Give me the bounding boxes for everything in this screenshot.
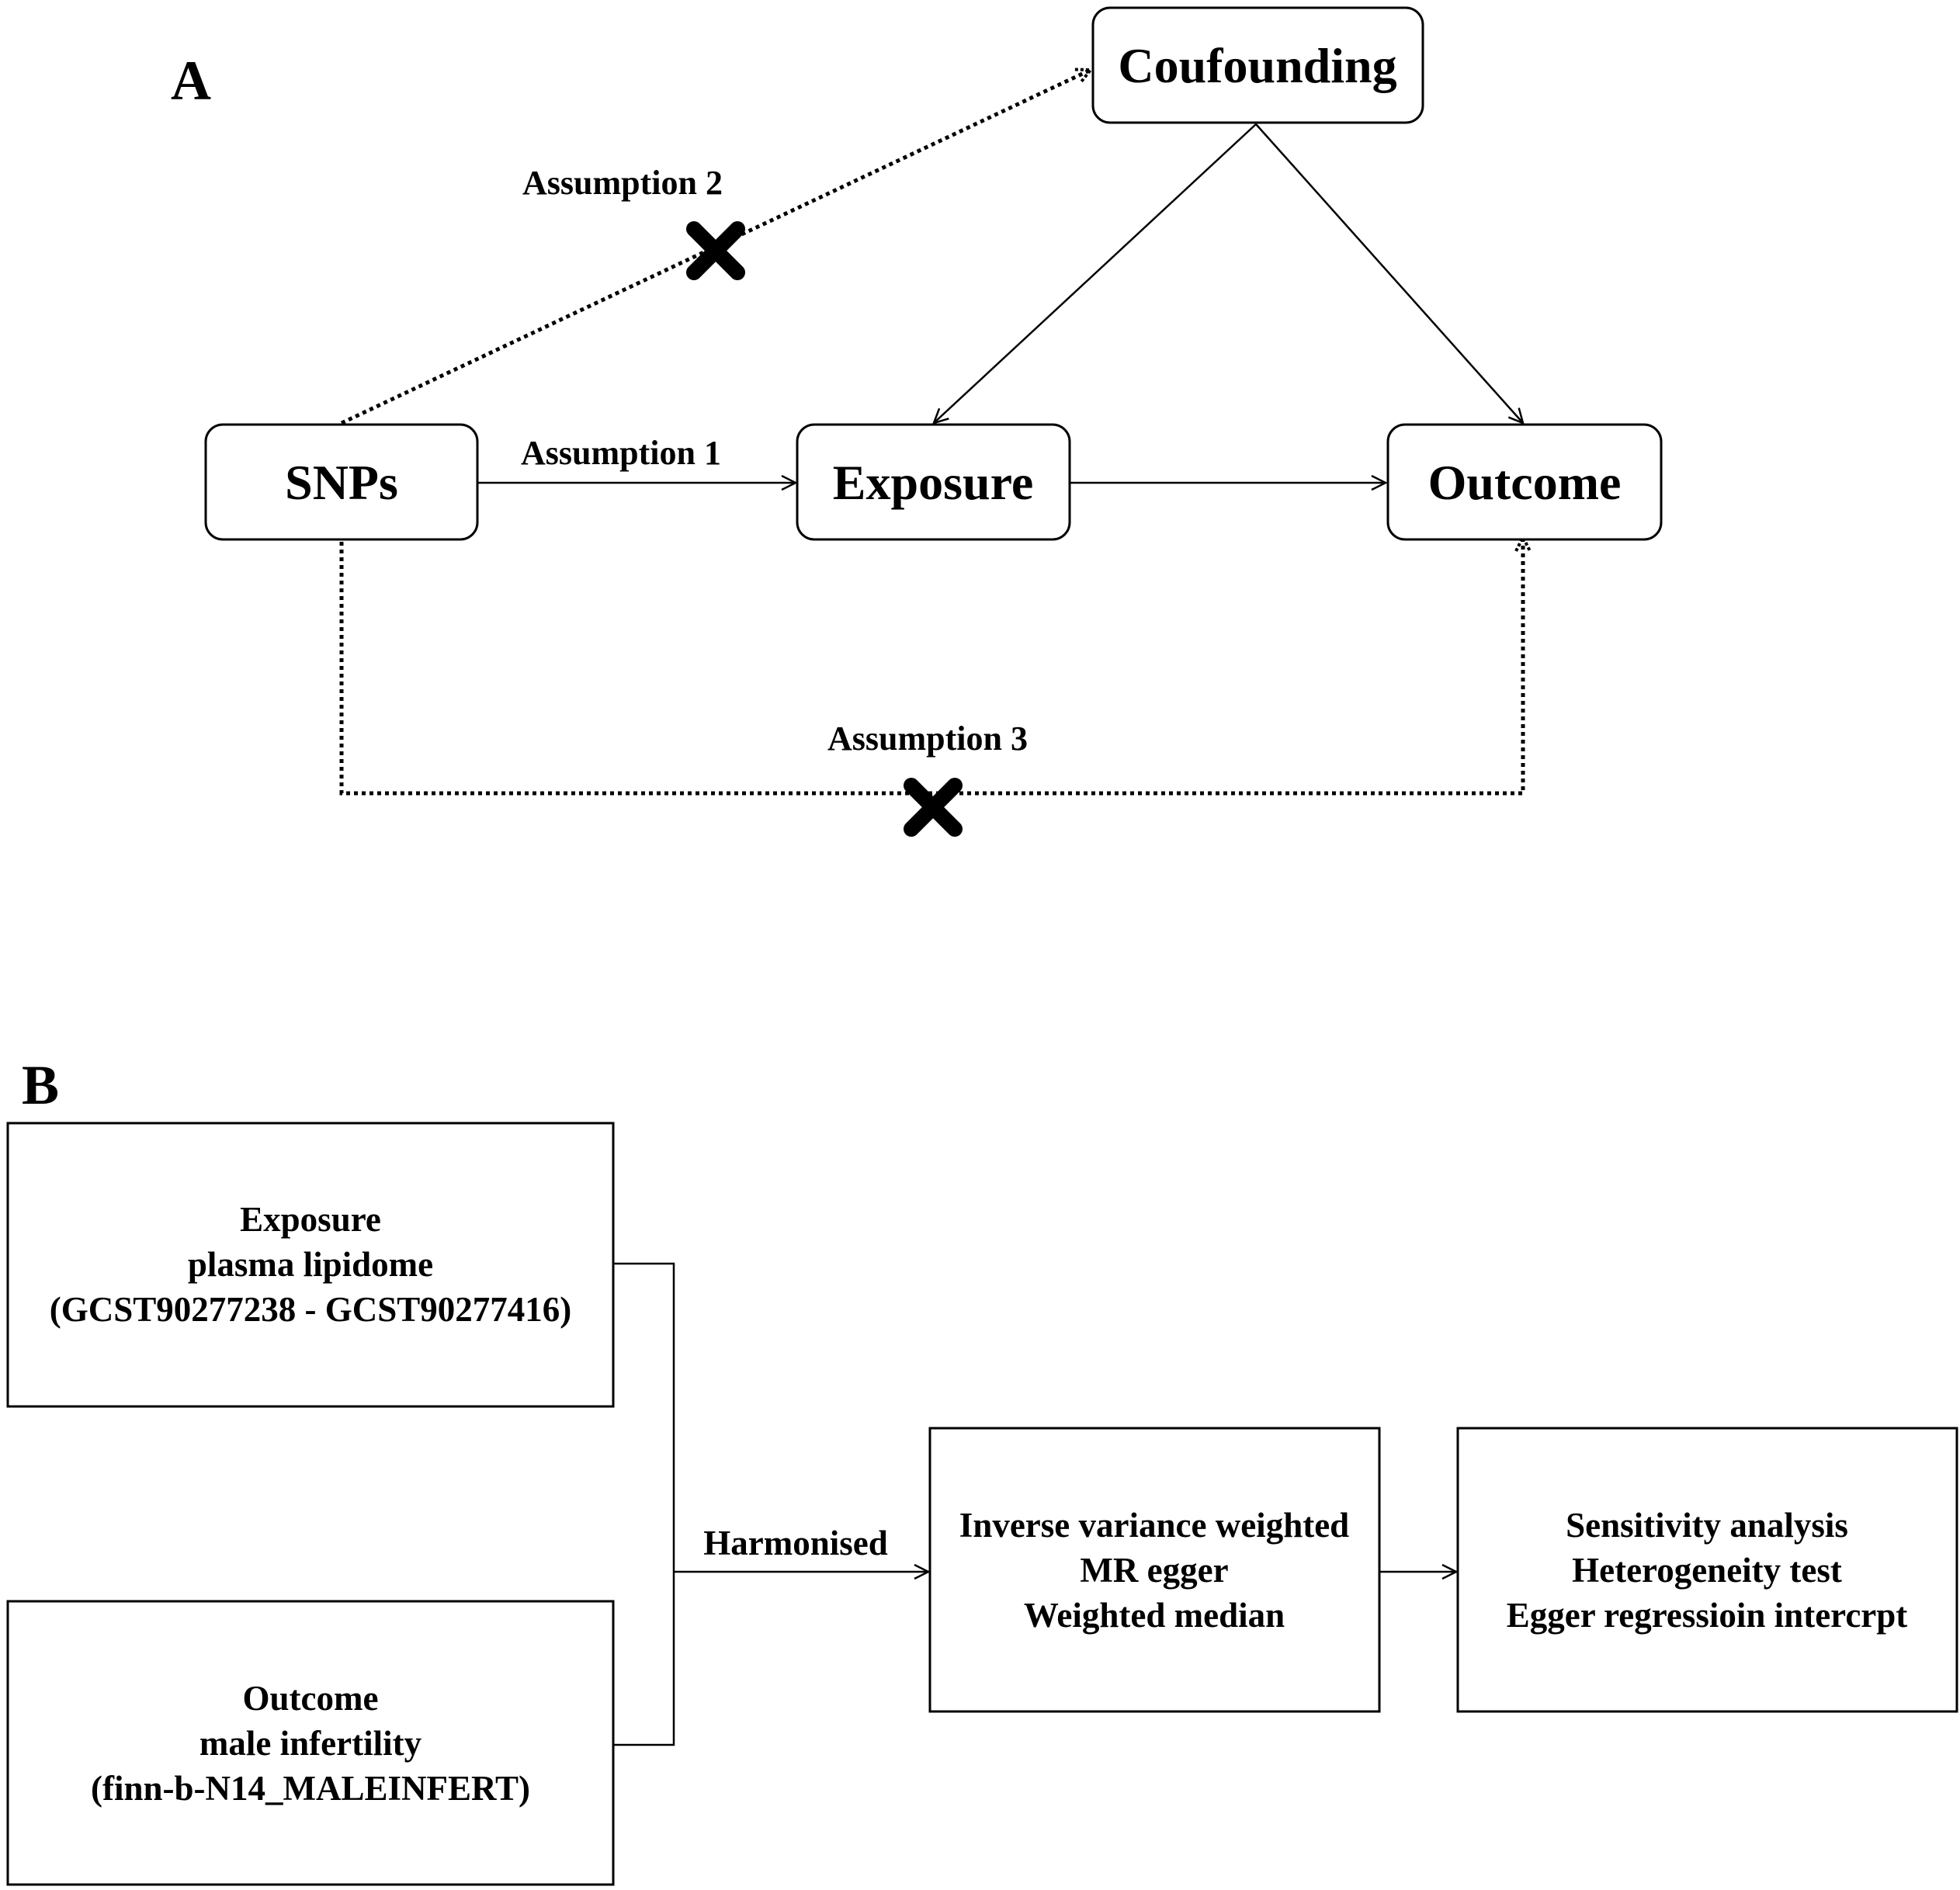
box-methods-line-1: Inverse variance weighted <box>959 1506 1349 1545</box>
box-mr-methods: Inverse variance weighted MR egger Weigh… <box>928 1427 1381 1713</box>
box-exposure-data: Exposure plasma lipidome (GCST90277238 -… <box>6 1122 615 1408</box>
box-outcome-data: Outcome male infertility (finn-b-N14_MAL… <box>6 1600 615 1886</box>
node-outcome: Outcome <box>1386 423 1663 541</box>
box-methods-line-2: MR egger <box>1080 1551 1228 1590</box>
box-outcome-line-2: male infertility <box>199 1724 422 1763</box>
assumption-2-label: Assumption 2 <box>522 164 723 202</box>
node-exposure: Exposure <box>796 423 1071 541</box>
node-exposure-label: Exposure <box>833 455 1033 510</box>
harmonised-label: Harmonised <box>703 1524 888 1562</box>
box-exposure-line-3: (GCST90277238 - GCST90277416) <box>50 1290 572 1329</box>
assumption-3-label: Assumption 3 <box>827 720 1028 758</box>
box-outcome-line-3: (finn-b-N14_MALEINFERT) <box>91 1769 530 1808</box>
arrow-confounding-to-outcome <box>1255 123 1523 423</box>
box-exposure-line-2: plasma lipidome <box>188 1245 433 1284</box>
node-confounding-label: Coufounding <box>1118 38 1396 93</box>
arrow-confounding-to-exposure <box>934 123 1257 423</box>
dotted-arrow-snps-to-outcome <box>339 537 1523 796</box>
box-sensitivity-analysis: Sensitivity analysis Heterogeneity test … <box>1456 1427 1958 1713</box>
node-confounding: Coufounding <box>1091 6 1424 124</box>
panel-a-letter: A <box>171 50 211 112</box>
box-sensitivity-line-2: Heterogeneity test <box>1572 1551 1842 1590</box>
panel-b-letter: B <box>22 1054 59 1116</box>
bracket-outcome <box>613 1572 675 1746</box>
assumption-1-label: Assumption 1 <box>521 434 721 472</box>
node-snps-label: SNPs <box>285 455 398 510</box>
cross-mark-icon <box>686 221 745 280</box>
box-methods-line-3: Weighted median <box>1024 1596 1285 1635</box>
node-snps: SNPs <box>204 423 479 541</box>
box-outcome-line-1: Outcome <box>243 1679 379 1718</box>
box-sensitivity-line-3: Egger regressioin intercrpt <box>1507 1596 1908 1635</box>
box-exposure-line-1: Exposure <box>240 1200 381 1239</box>
bracket-exposure <box>613 1262 675 1572</box>
box-sensitivity-line-1: Sensitivity analysis <box>1566 1506 1848 1545</box>
cross-mark-icon <box>904 778 963 837</box>
node-outcome-label: Outcome <box>1428 455 1622 510</box>
